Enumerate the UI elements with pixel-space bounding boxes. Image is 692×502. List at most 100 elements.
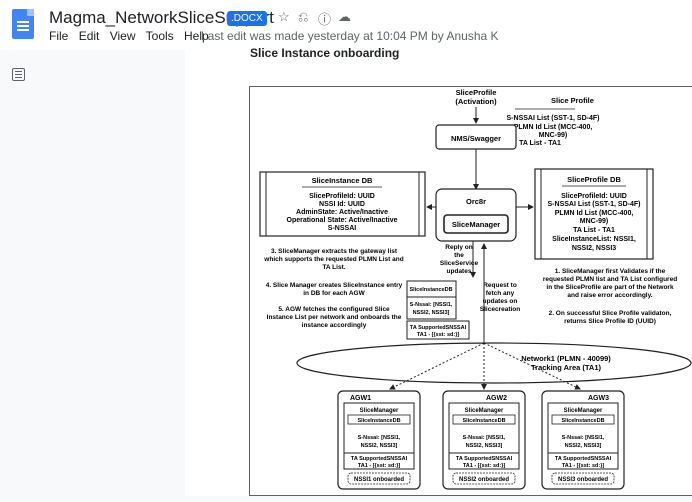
cloud-icon[interactable]: ☁ [338,9,351,24]
mid-ta: TA SupportedSNSSAI [410,325,467,331]
slice-profile-detail: TA List - TA1 [519,140,561,147]
agw1-db: SliceInstanceDB [357,418,400,424]
file-type-badge: .DOCX [227,11,267,26]
mid-ta: TA1 - [{sst: sd:}] [417,332,460,338]
outline-icon[interactable] [12,68,25,81]
request-note: Request to [483,282,517,289]
agw1-manager: SliceManager [360,408,399,414]
agw1-box: AGW1 SliceManager SliceInstanceDB S-Nssa… [337,390,421,490]
orc8r-box: Orc8r SliceManager [435,188,517,242]
mid-nssai: S-Nssai: [NSSI1, [410,302,453,308]
info-icon[interactable]: ⓘ [318,12,332,27]
agw1-onboarded: NSSI1 onboarded [354,477,404,483]
slicemanager-box [443,214,509,234]
network-label: Tracking Area (TA1) [531,363,602,372]
slice-onboarding-diagram: SliceProfile (Activation) Slice Profile … [249,86,692,496]
reply-note: SliceService [440,260,479,267]
step-5-note: instance accordingly [302,322,367,329]
menu-help[interactable]: Help [184,29,209,43]
sliceinstance-db-line: Operational State: Active/Inactive [287,217,398,224]
agw1-label: AGW1 [350,395,371,402]
activation-label-1: SliceProfile [456,88,497,97]
request-note: updates on [483,298,518,305]
agw3-db: SliceInstanceDB [561,418,604,424]
sliceprofile-db-line: MNC-99) [580,218,608,225]
step-3-note: TA List. [322,264,345,271]
agw3-ta: TA1 - [{sst: sd:}] [562,463,605,469]
step-2-note: returns Slice Profile ID (UUID) [564,318,656,325]
step-1-note: requested PLMN list and TA List configur… [543,276,677,283]
top-bar: Magma_NetworkSliceSupport .DOCX ☆ ⎌ ⓘ ☁ … [0,0,692,50]
mid-sliceinstance-box: SliceInstanceDB S-Nssai: [NSSI1, NSSI2, … [406,280,470,340]
nms-swagger-label: NMS/Swagger [451,134,501,143]
diagram-canvas: SliceProfile (Activation) Slice Profile … [259,88,692,490]
sliceinstance-db-line: SliceProfileId: UUID [309,193,375,200]
reply-note: updates [447,268,472,275]
document-title[interactable]: Magma_NetworkSliceSupport [49,8,274,27]
step-1-note: in the SliceProfile are part of the Netw… [546,284,674,291]
request-note: fetch any [486,290,515,297]
sliceinstance-db-box: SliceInstance DB SliceProfileId: UUID NS… [259,171,426,237]
orc8r-label: Orc8r [466,197,486,206]
request-note: Slicecreation [480,306,520,313]
reply-note: the [454,252,464,259]
menu-edit[interactable]: Edit [78,29,100,43]
agw1-nssai: NSSI2, NSSI3] [361,443,398,449]
step-4-note: 4. Slice Manager creates SliceInstance e… [266,282,403,289]
agw1-ta: TA SupportedSNSSAI [351,456,408,462]
sliceprofile-db-box: SliceProfile DB SliceProfileId: UUID S-N… [534,168,654,260]
agw2-nssai: NSSI2, NSSI3] [466,443,503,449]
move-icon[interactable]: ⎌ [298,9,309,24]
sliceprofile-db-line: SliceProfileId: UUID [561,193,627,200]
mid-db-label: SliceInstanceDB [409,287,452,293]
reply-note: Reply on [445,244,472,251]
sliceprofile-db-line: TA List - TA1 [573,227,615,234]
sliceinstance-db-line: NSSI Id: UUID [319,201,365,208]
sliceprofile-db-line: S-NSSAI List (SST-1, SD-4F) [548,201,641,208]
agw3-manager: SliceManager [564,408,603,414]
agw2-box: AGW2 SliceManager SliceInstanceDB S-Nssa… [442,390,526,490]
agw2-ta: TA SupportedSNSSAI [456,456,513,462]
slice-profile-title: Slice Profile [551,96,594,105]
slicemanager-label: SliceManager [452,220,500,229]
agw3-nssai: NSSI2, NSSI3] [565,443,602,449]
agw2-nssai: S-Nssai: [NSSI1, [463,435,506,441]
agw3-box: AGW3 SliceManager SliceInstanceDB S-Nssa… [541,390,625,490]
sliceprofile-db-line: NSSI2, NSSI3 [572,245,616,252]
agw1-ta: TA1 - [{sst: sd:}] [358,463,401,469]
menu-file[interactable]: File [49,29,69,43]
sliceinstance-db-title: SliceInstance DB [312,176,373,185]
step-4-note: in DB for each AGW [303,290,365,297]
slice-profile-detail: MNC-99) [539,132,567,139]
agw3-onboarded: NSSI3 onboarded [558,477,608,483]
section-heading: Slice Instance onboarding [250,46,400,60]
mid-nssai: NSSI2, NSSI3] [413,310,450,316]
agw2-ta: TA1 - [{sst: sd:}] [463,463,506,469]
step-2-note: 2. On successful Slice Profile validaton… [549,310,672,317]
slice-profile-detail: S-NSSAI List (SST-1, SD-4F) [507,115,600,122]
step-5-note: 5. AGW fetches the configured Slice [278,306,390,313]
menu-bar: File Edit View Tools Help [49,29,216,43]
menu-tools[interactable]: Tools [145,29,174,43]
menu-view[interactable]: View [109,29,136,43]
step-3-note: 3. SliceManager extracts the gateway lis… [271,248,398,255]
step-3-note: which supports the requested PLMN List a… [263,256,403,263]
agw2-manager: SliceManager [465,408,504,414]
network-label: Network1 (PLMN - 40099) [521,354,611,363]
sliceinstance-db-line: AdminState: Active/Inactive [296,209,388,216]
agw2-db: SliceInstanceDB [462,418,505,424]
agw3-nssai: S-Nssai: [NSSI1, [562,435,605,441]
agw1-nssai: S-Nssai: [NSSI1, [358,435,401,441]
star-icon[interactable]: ☆ [278,9,290,24]
agw3-ta: TA SupportedSNSSAI [555,456,612,462]
step-5-note: Instance List per network and onboards t… [267,314,402,321]
last-edit-link[interactable]: Last edit was made yesterday at 10:04 PM… [201,29,499,43]
sliceprofile-db-title: SliceProfile DB [567,175,621,184]
docs-logo-icon[interactable] [12,9,34,39]
agw2-label: AGW2 [486,395,507,402]
agw2-onboarded: NSSI2 onboarded [459,477,509,483]
step-1-note: and raise error accordingly. [567,292,652,299]
sliceinstance-db-line: S-NSSAI [328,225,356,232]
sliceprofile-db-line: SliceInstanceList: NSSI1, [552,236,636,243]
activation-label-2: (Activation) [455,97,497,106]
